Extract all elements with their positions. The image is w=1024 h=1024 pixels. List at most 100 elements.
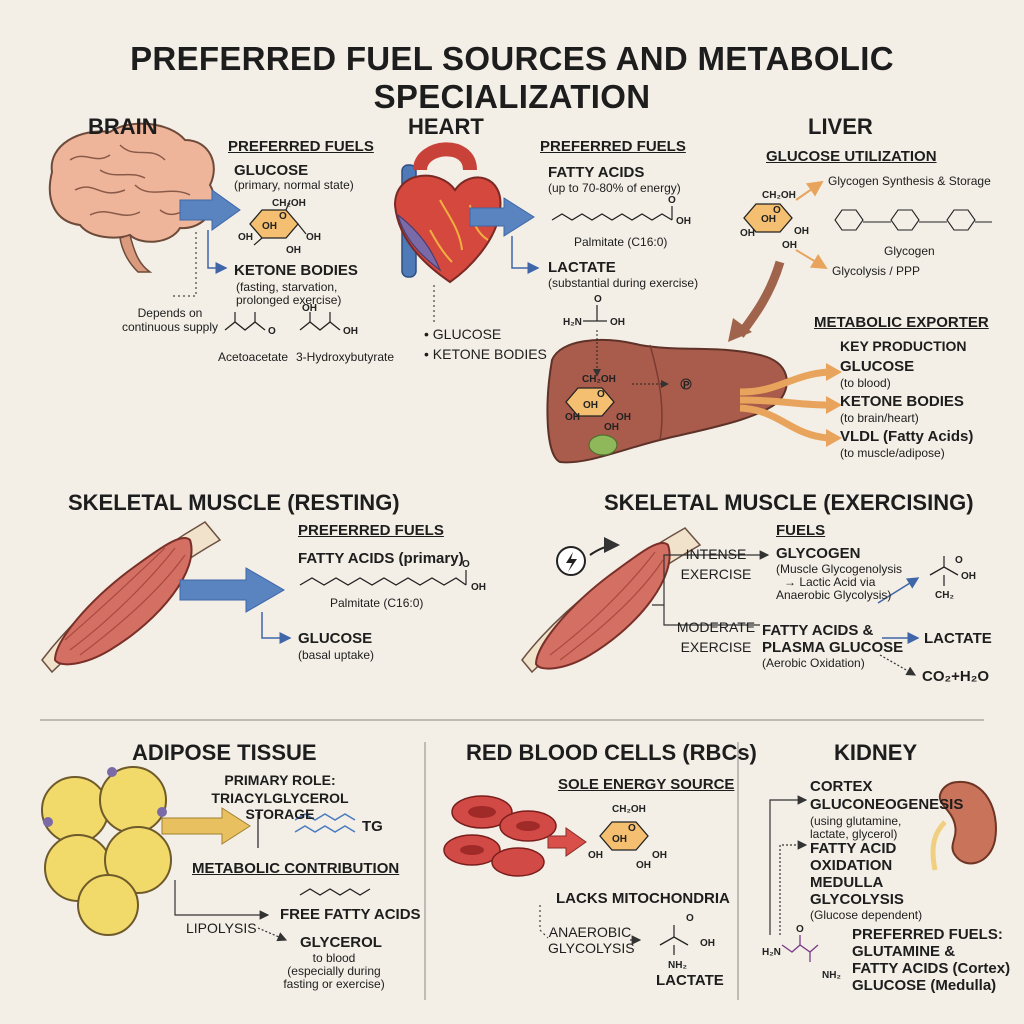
kidney-preferred: GLUCOSE (Medulla) [852, 977, 997, 994]
muscle-ex-lactate: LACTATE [924, 630, 992, 647]
heart-bullet-glucose: • GLUCOSE [424, 326, 502, 342]
brain-fuels-heading: PREFERRED FUELS [228, 138, 374, 155]
oh-label: OH [636, 860, 651, 871]
liver-glucose-util: GLUCOSE UTILIZATION [766, 148, 937, 165]
muscle-ex-glycogen-note: → Lactic Acid via [784, 575, 876, 589]
oh-label: OH [700, 938, 715, 949]
liver-glucose-molecule [743, 203, 793, 233]
adipose-role: PRIMARY ROLE: [224, 772, 336, 788]
ring-oxygen-label: O [628, 823, 636, 834]
kidney-fatty: FATTY ACID [810, 840, 897, 857]
oh-label: OH [740, 228, 755, 239]
heart-bullet-ketone: • KETONE BODIES [424, 346, 547, 362]
kidney-medulla: MEDULLA [810, 874, 884, 891]
oh-label: OH [302, 303, 317, 314]
ch2oh-label: CH₂OH [582, 374, 616, 385]
kidney-gluconeo-note: lactate, glycerol) [810, 827, 898, 841]
phosphate-label: P [683, 380, 690, 391]
heart-fatty-note: (up to 70-80% of energy) [548, 181, 681, 195]
kidney-fatty: OXIDATION [810, 857, 893, 874]
oh-label: OH [588, 850, 603, 861]
muscle-rest-palmitate: Palmitate (C16:0) [330, 596, 424, 610]
brain-ketone: KETONE BODIES [234, 262, 358, 279]
oh-label: OH [604, 422, 619, 433]
muscle-ex-fa-plasma: PLASMA GLUCOSE [762, 639, 904, 656]
export-arrow-vldl [739, 404, 829, 442]
liver-glycogen: Glycogen [884, 244, 935, 258]
glycerol-note: to blood [312, 951, 356, 965]
oh-label: OH [961, 571, 976, 582]
brain-heading: BRAIN [88, 114, 158, 139]
ring-oxygen-label: O [268, 326, 276, 337]
acetoacetate-label: Acetoacetate [218, 350, 289, 364]
export-arrow-ketone [739, 396, 829, 409]
kidney-preferred: PREFERRED FUELS: [852, 926, 1003, 943]
acetoacetate-molecule [224, 321, 266, 331]
export-glucose-note: (to blood) [840, 376, 891, 390]
export-glucose: GLUCOSE [840, 358, 915, 375]
muscle-ex-heading: SKELETAL MUSCLE (EXERCISING) [604, 490, 974, 515]
ring-oxygen-label: O [279, 211, 287, 222]
glutamine-molecule [781, 935, 819, 962]
adipose-heading: ADIPOSE TISSUE [132, 740, 317, 765]
kidney-preferred: FATTY ACIDS (Cortex) [852, 960, 1011, 977]
kidney-cortex: CORTEX [810, 778, 873, 795]
h2n-label: H₂N [762, 947, 781, 958]
heart-fuels-heading: PREFERRED FUELS [540, 138, 686, 155]
ch2-label: CH₂ [935, 590, 954, 601]
kidney-glycolysis-note: (Glucose dependent) [810, 908, 923, 922]
heart-heading: HEART [408, 114, 484, 139]
oh-label: OH [583, 400, 598, 411]
muscle-rest-glucose: GLUCOSE [298, 630, 373, 647]
glycogen-chain [834, 209, 992, 231]
muscle-ex-glycogen: GLYCOGEN [776, 545, 861, 562]
rbc-arrow-icon [547, 827, 587, 857]
tg-label: TG [362, 818, 383, 835]
glycerol-note: (especially during [287, 964, 381, 978]
oh-label: OH [761, 214, 776, 225]
oh-label: OH [782, 240, 797, 251]
muscle-rest-arrow-icon [179, 567, 285, 613]
adipose-arrow-icon [161, 807, 251, 845]
muscle-ex-glycogen-note: Anaerobic Glycolysis) [776, 588, 892, 602]
ring-oxygen-label: O [955, 555, 963, 566]
muscle-rest-fuels-heading: PREFERRED FUELS [298, 522, 444, 539]
muscle-ex-fa-plasma: FATTY ACIDS & [762, 622, 874, 639]
oh-label: OH [652, 850, 667, 861]
h2n-label: H₂N [563, 317, 582, 328]
liver-down-arrow-icon [728, 318, 752, 342]
oh-label: OH [286, 245, 301, 256]
rbc-lactate: LACTATE [656, 972, 724, 989]
adipose-contribution: METABOLIC CONTRIBUTION [192, 860, 400, 877]
oh-label: OH [616, 412, 631, 423]
oh-label: OH [612, 834, 627, 845]
ring-oxygen-label: O [462, 559, 470, 570]
glucose-molecule-brain [249, 199, 307, 246]
export-vldl: VLDL (Fatty Acids) [840, 428, 974, 445]
brain-glucose: GLUCOSE [234, 162, 309, 179]
muscle-rest-heading: SKELETAL MUSCLE (RESTING) [68, 490, 400, 515]
rbc-lacks: LACKS MITOCHONDRIA [556, 890, 730, 907]
brain-ketone-note: prolonged exercise) [236, 293, 342, 307]
ring-oxygen-label: O [597, 389, 605, 400]
muscle-ex-glycogen-note: (Muscle Glycogenolysis [776, 562, 903, 576]
oh-label: OH [676, 216, 691, 227]
adipose-illustration [41, 766, 172, 936]
rbc-illustration [443, 795, 557, 877]
moderate-label: MODERATE [676, 619, 756, 635]
intense-label: EXERCISE [680, 566, 752, 582]
heart-lactate-note: (substantial during exercise) [548, 276, 699, 290]
lactate-molecule-muscle [929, 566, 959, 576]
liver-glycogen-synth: Glycogen Synthesis & Storage [828, 174, 991, 188]
liver-heading: LIVER [808, 114, 873, 139]
oh-label: OH [262, 221, 277, 232]
muscle-rest-glucose-note: (basal uptake) [298, 648, 375, 662]
oh-label: OH [471, 582, 486, 593]
nh2-label: NH₂ [822, 970, 841, 981]
brain-arrow-icon [179, 189, 241, 231]
ring-oxygen-label: O [594, 294, 602, 305]
liver-glycolysis: Glycolysis / PPP [832, 264, 921, 278]
kidney-heading: KIDNEY [834, 740, 918, 765]
adipose-role: TRIACYLGLYCEROL STORAGE [211, 790, 349, 822]
